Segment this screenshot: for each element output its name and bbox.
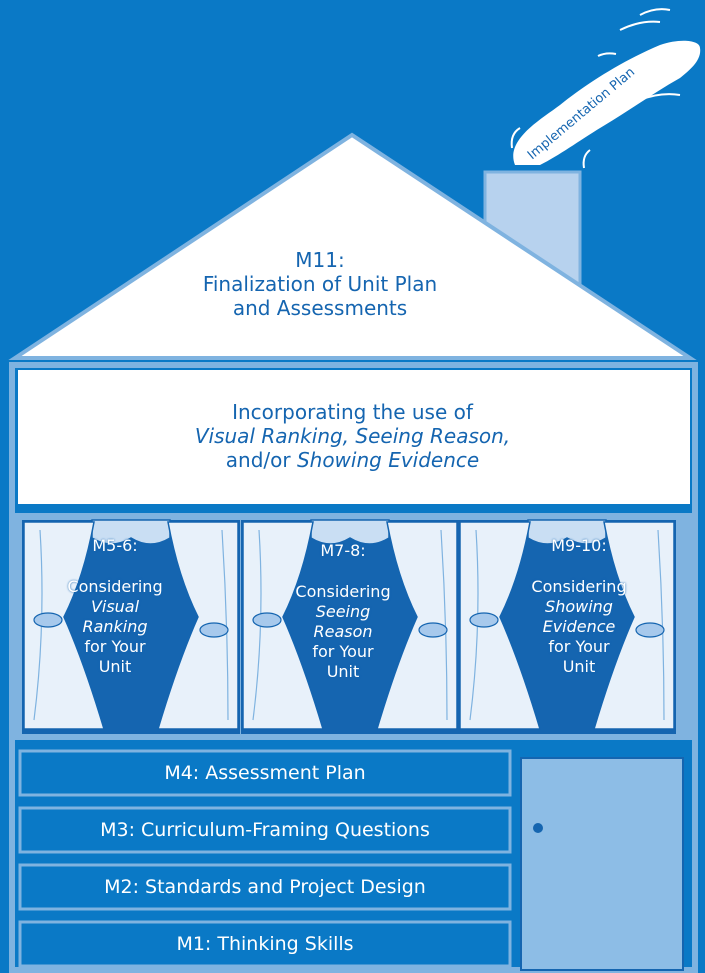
window-2-valance	[310, 519, 390, 545]
roof-text: M11: Finalization of Unit Plan and Asses…	[150, 248, 490, 320]
window-3-valance	[527, 519, 607, 545]
window-2	[241, 519, 459, 734]
band-line-3: and/or Showing Evidence	[40, 448, 665, 472]
roof-line-2: Finalization of Unit Plan	[202, 272, 438, 296]
band-line-2-italic: Visual Ranking, Seeing Reason,	[194, 424, 511, 448]
window-1-right-tie	[199, 622, 229, 638]
window-2-left-tie	[252, 612, 282, 628]
window-2-line-3: Reason	[313, 622, 373, 641]
window-2-line-1: Considering	[295, 582, 391, 601]
window-1	[22, 519, 240, 734]
window-1-line-4: for Your	[84, 637, 146, 656]
smoke-cloud	[513, 40, 701, 165]
window-1-line-3: Ranking	[82, 617, 148, 636]
window-2-right-curtain	[375, 521, 458, 730]
floor-stripe-m1	[18, 920, 512, 968]
window-2-line-2: Seeing	[315, 602, 371, 621]
window-3-right-curtain	[592, 521, 675, 730]
band-line-2: Visual Ranking, Seeing Reason,	[40, 424, 665, 448]
window-1-left-curtain	[23, 521, 106, 730]
upper-band	[18, 370, 690, 504]
window-3	[458, 519, 676, 734]
window-3-text: Considering Showing Evidence for Your Un…	[519, 577, 639, 677]
floor-label-m3: M3: Curriculum-Framing Questions	[100, 819, 430, 841]
window-1-left-tie	[33, 612, 63, 628]
window-3-line-5: Unit	[562, 657, 596, 676]
window-3-line-1: Considering	[531, 577, 627, 596]
floor-label-m2: M2: Standards and Project Design	[104, 876, 426, 898]
window-1-right-curtain	[156, 521, 239, 730]
window-1-code: M5-6:	[92, 536, 138, 555]
window-2-right-tie	[418, 622, 448, 638]
window-1-line-2: Visual	[90, 597, 140, 616]
band-text: Incorporating the use of Visual Ranking,…	[40, 400, 665, 472]
windows-group	[22, 519, 676, 734]
window-1-valance	[91, 519, 171, 545]
window-1-line-5: Unit	[98, 657, 132, 676]
door[interactable]	[520, 757, 684, 971]
roof-line-1: M11:	[295, 248, 345, 272]
floor-stripe-m2	[18, 863, 512, 911]
floor-stripe-m4	[18, 749, 512, 797]
window-2-text: Considering Seeing Reason for Your Unit	[283, 582, 403, 682]
band-line-3-italic: Showing Evidence	[296, 448, 480, 472]
roof-line-3: and Assessments	[232, 296, 408, 320]
door-knob[interactable]	[533, 823, 543, 833]
band-line-3-prefix: and/or	[225, 448, 297, 472]
window-3-line-3: Evidence	[542, 617, 616, 636]
window-3-right-tie	[635, 622, 665, 638]
floor-label-m4: M4: Assessment Plan	[164, 762, 366, 784]
window-3-left-curtain	[459, 521, 542, 730]
window-3-line-2: Showing	[545, 597, 613, 616]
window-3-left-tie	[469, 612, 499, 628]
roof	[8, 132, 697, 360]
window-3-line-4: for Your	[548, 637, 610, 656]
floor-stripe-m3	[18, 806, 512, 854]
window-1-text: Considering Visual Ranking for Your Unit	[55, 577, 175, 677]
window-2-line-5: Unit	[326, 662, 360, 681]
band-line-1: Incorporating the use of	[232, 400, 473, 424]
floor-label-m1: M1: Thinking Skills	[176, 933, 354, 955]
window-1-line-1: Considering	[67, 577, 163, 596]
window-2-left-curtain	[242, 521, 325, 730]
window-2-code: M7-8:	[320, 541, 366, 560]
window-2-line-4: for Your	[312, 642, 374, 661]
window-3-code: M9-10:	[551, 536, 607, 555]
